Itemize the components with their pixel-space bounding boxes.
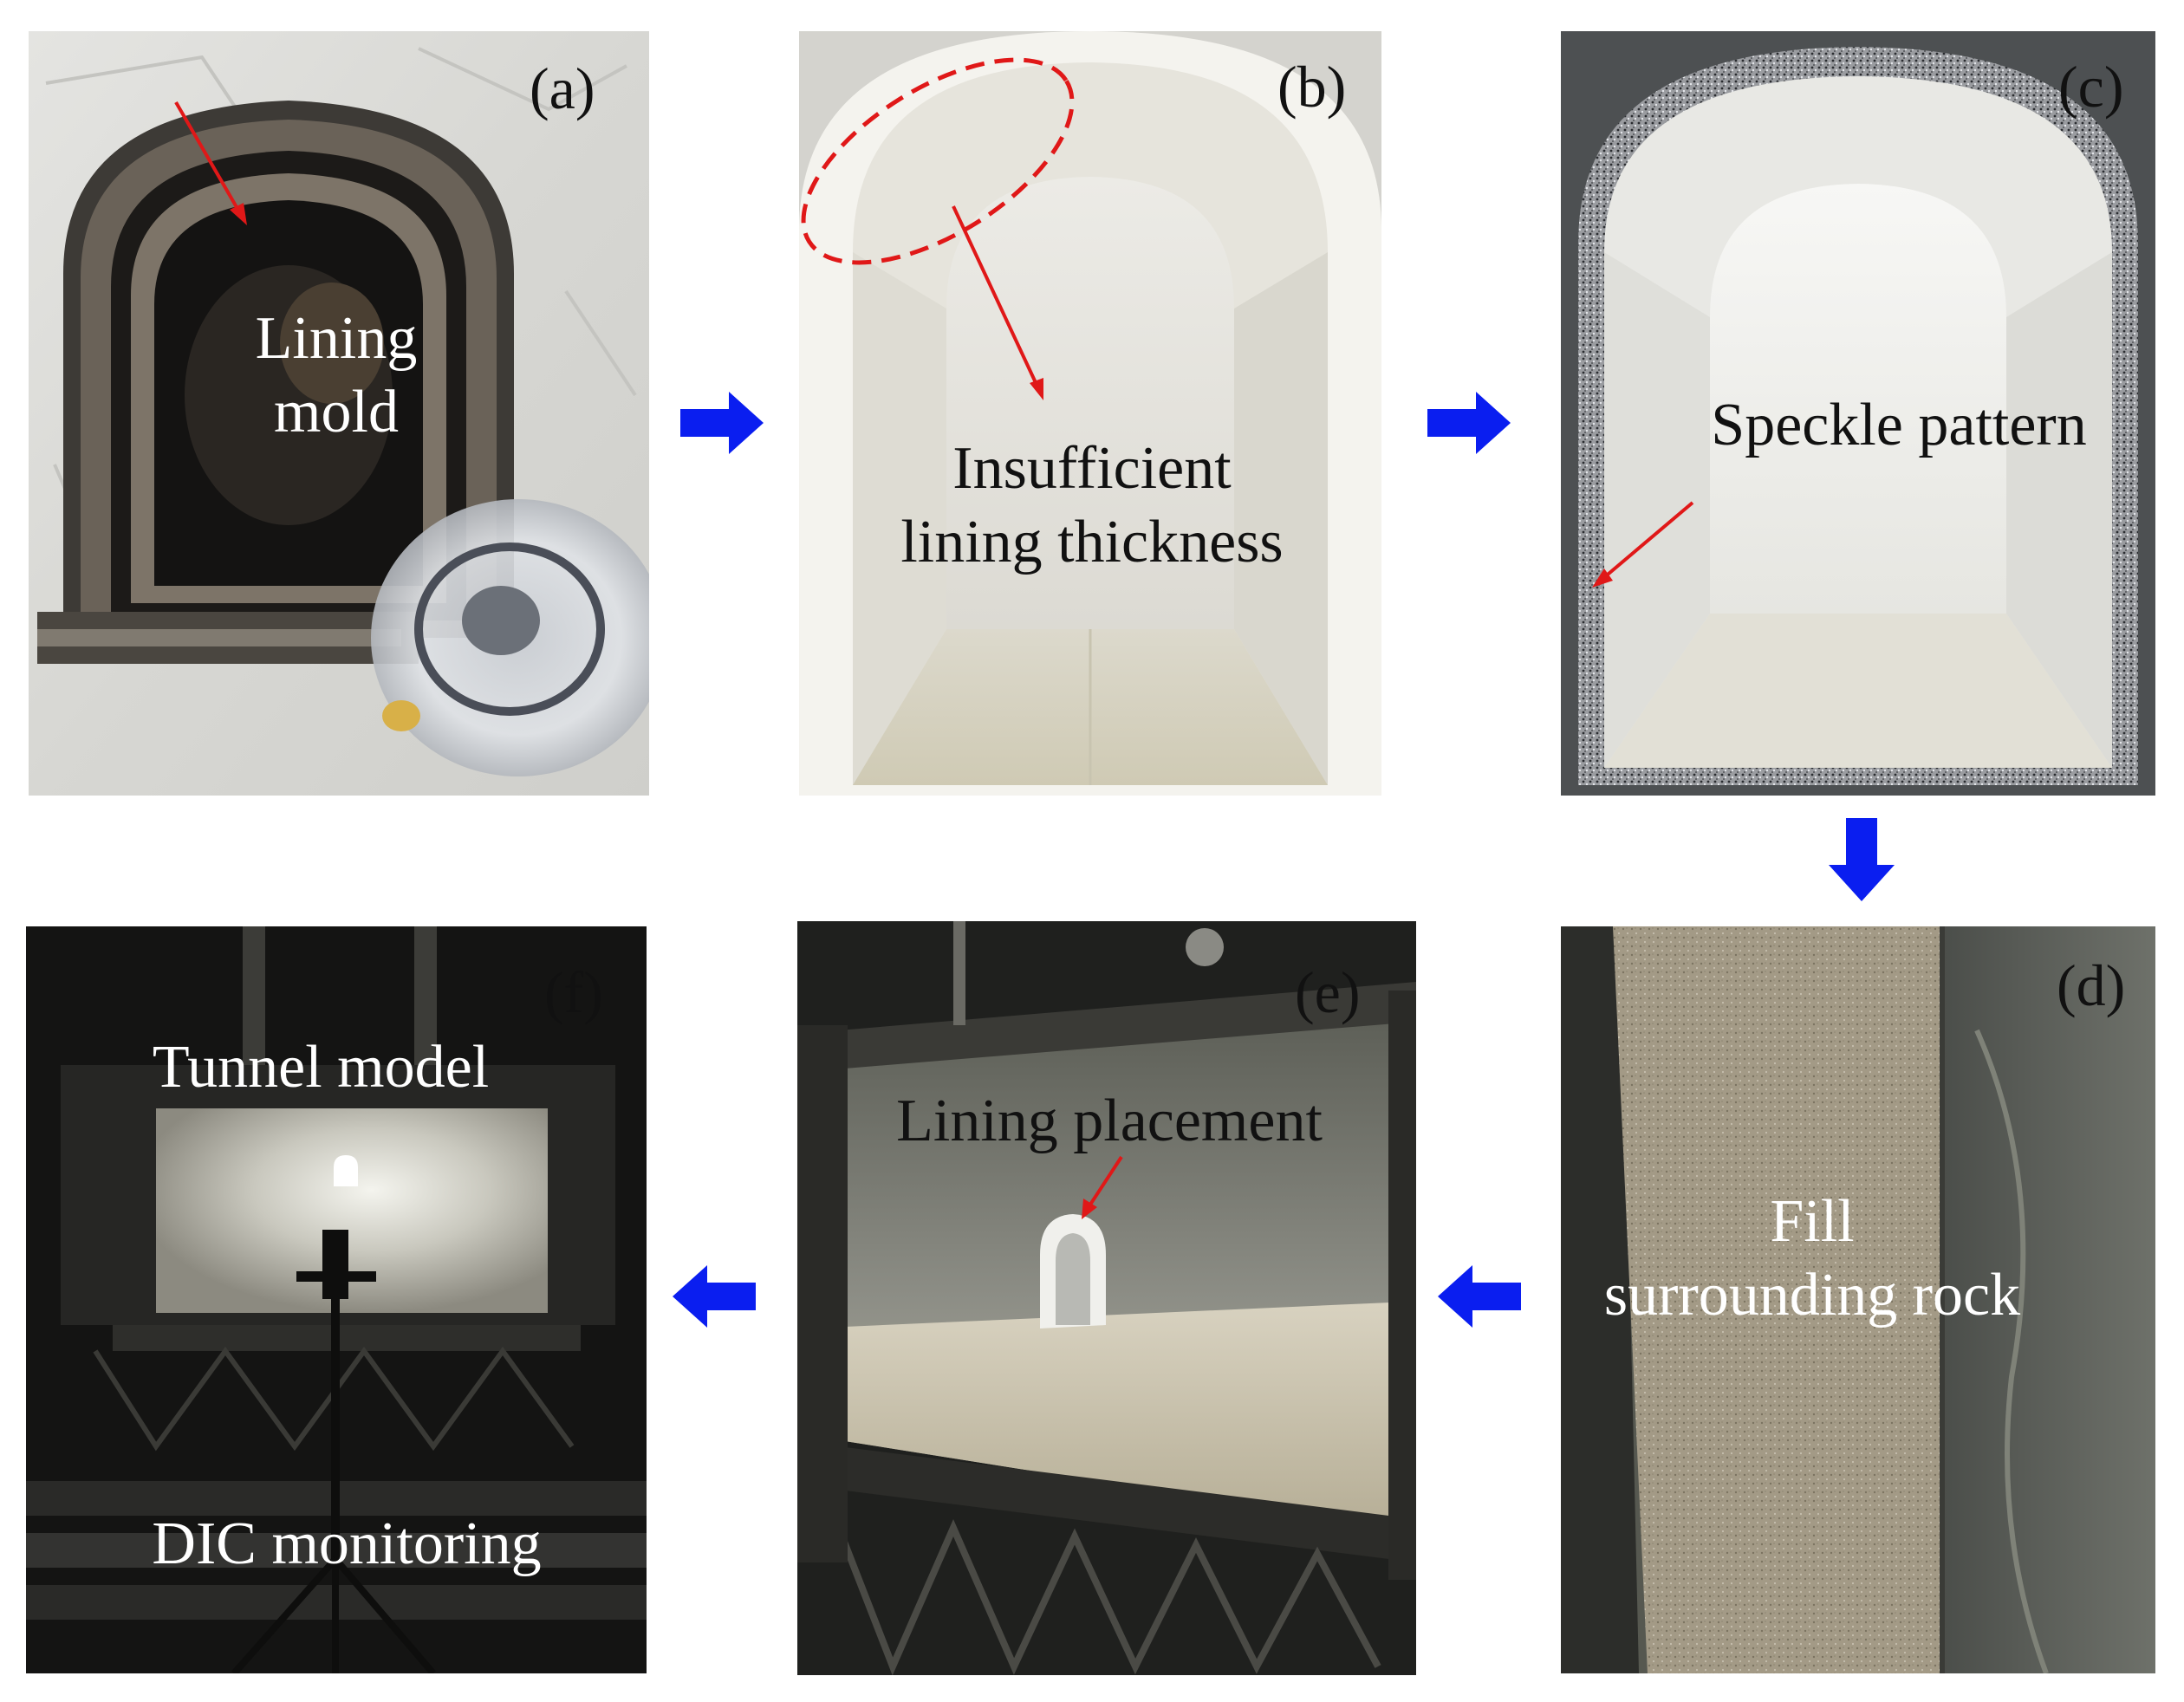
lining-cast-photo: [799, 31, 1381, 796]
panel-c-speckle-pattern-photo: (c) Speckle pattern: [1561, 31, 2155, 796]
panel-label-b: (b): [1277, 54, 1347, 120]
caption-lining-mold: Lining mold: [193, 302, 479, 450]
caption-line-1: Insufficient: [952, 435, 1232, 502]
caption-line-2: surrounding rock: [1603, 1262, 2021, 1329]
lining-mold-photo: [29, 31, 649, 796]
caption-speckle-pattern: Speckle pattern: [1711, 392, 2087, 458]
caption-tunnel-model: Tunnel model: [152, 1034, 490, 1101]
caption-insufficient-thickness: Insufficient lining thickness: [841, 432, 1343, 580]
annotation-arrow-e: [1082, 1155, 1123, 1219]
panel-b-insufficient-thickness-photo: (b) Insufficient lining thickness: [799, 31, 1381, 796]
speckled-lining-photo: [1561, 31, 2155, 796]
flow-arrow-a-to-b: [680, 392, 764, 454]
flow-arrow-e-to-f: [673, 1265, 756, 1328]
caption-line-1: Fill: [1770, 1188, 1855, 1255]
caption-line-2: lining thickness: [900, 509, 1284, 576]
panel-f-dic-monitoring-photo: (f) Tunnel model DIC monitoring: [26, 926, 647, 1673]
caption-fill-surrounding-rock: Fill surrounding rock: [1570, 1185, 2055, 1333]
panel-d-fill-surrounding-rock-photo: (d) Fill surrounding rock: [1561, 926, 2155, 1673]
panel-label-c: (c): [2058, 54, 2124, 120]
panel-label-a: (a): [530, 55, 595, 121]
caption-lining-placement: Lining placement: [896, 1088, 1323, 1154]
panel-label-d: (d): [2057, 952, 2126, 1018]
sand-fill-photo: [1561, 926, 2155, 1673]
panel-label-e: (e): [1295, 959, 1361, 1025]
dashed-ellipse-highlight: [801, 57, 1075, 400]
caption-line-1: Lining: [255, 305, 418, 372]
annotation-arrow-a: [174, 101, 247, 225]
caption-line-2: mold: [274, 379, 399, 446]
caption-dic-monitoring: DIC monitoring: [152, 1510, 542, 1577]
panel-a-lining-mold-photo: (a) Lining mold: [29, 31, 649, 796]
flow-arrow-b-to-c: [1427, 392, 1511, 454]
panel-label-f: (f): [544, 959, 603, 1025]
dic-setup-photo: [26, 926, 647, 1673]
annotation-arrow-c: [1592, 501, 1694, 588]
flow-arrow-d-to-e: [1438, 1265, 1521, 1328]
flow-arrow-c-to-d: [1829, 818, 1895, 901]
panel-e-lining-placement-photo: (e) Lining placement: [797, 921, 1416, 1675]
test-box-photo: [797, 921, 1416, 1675]
